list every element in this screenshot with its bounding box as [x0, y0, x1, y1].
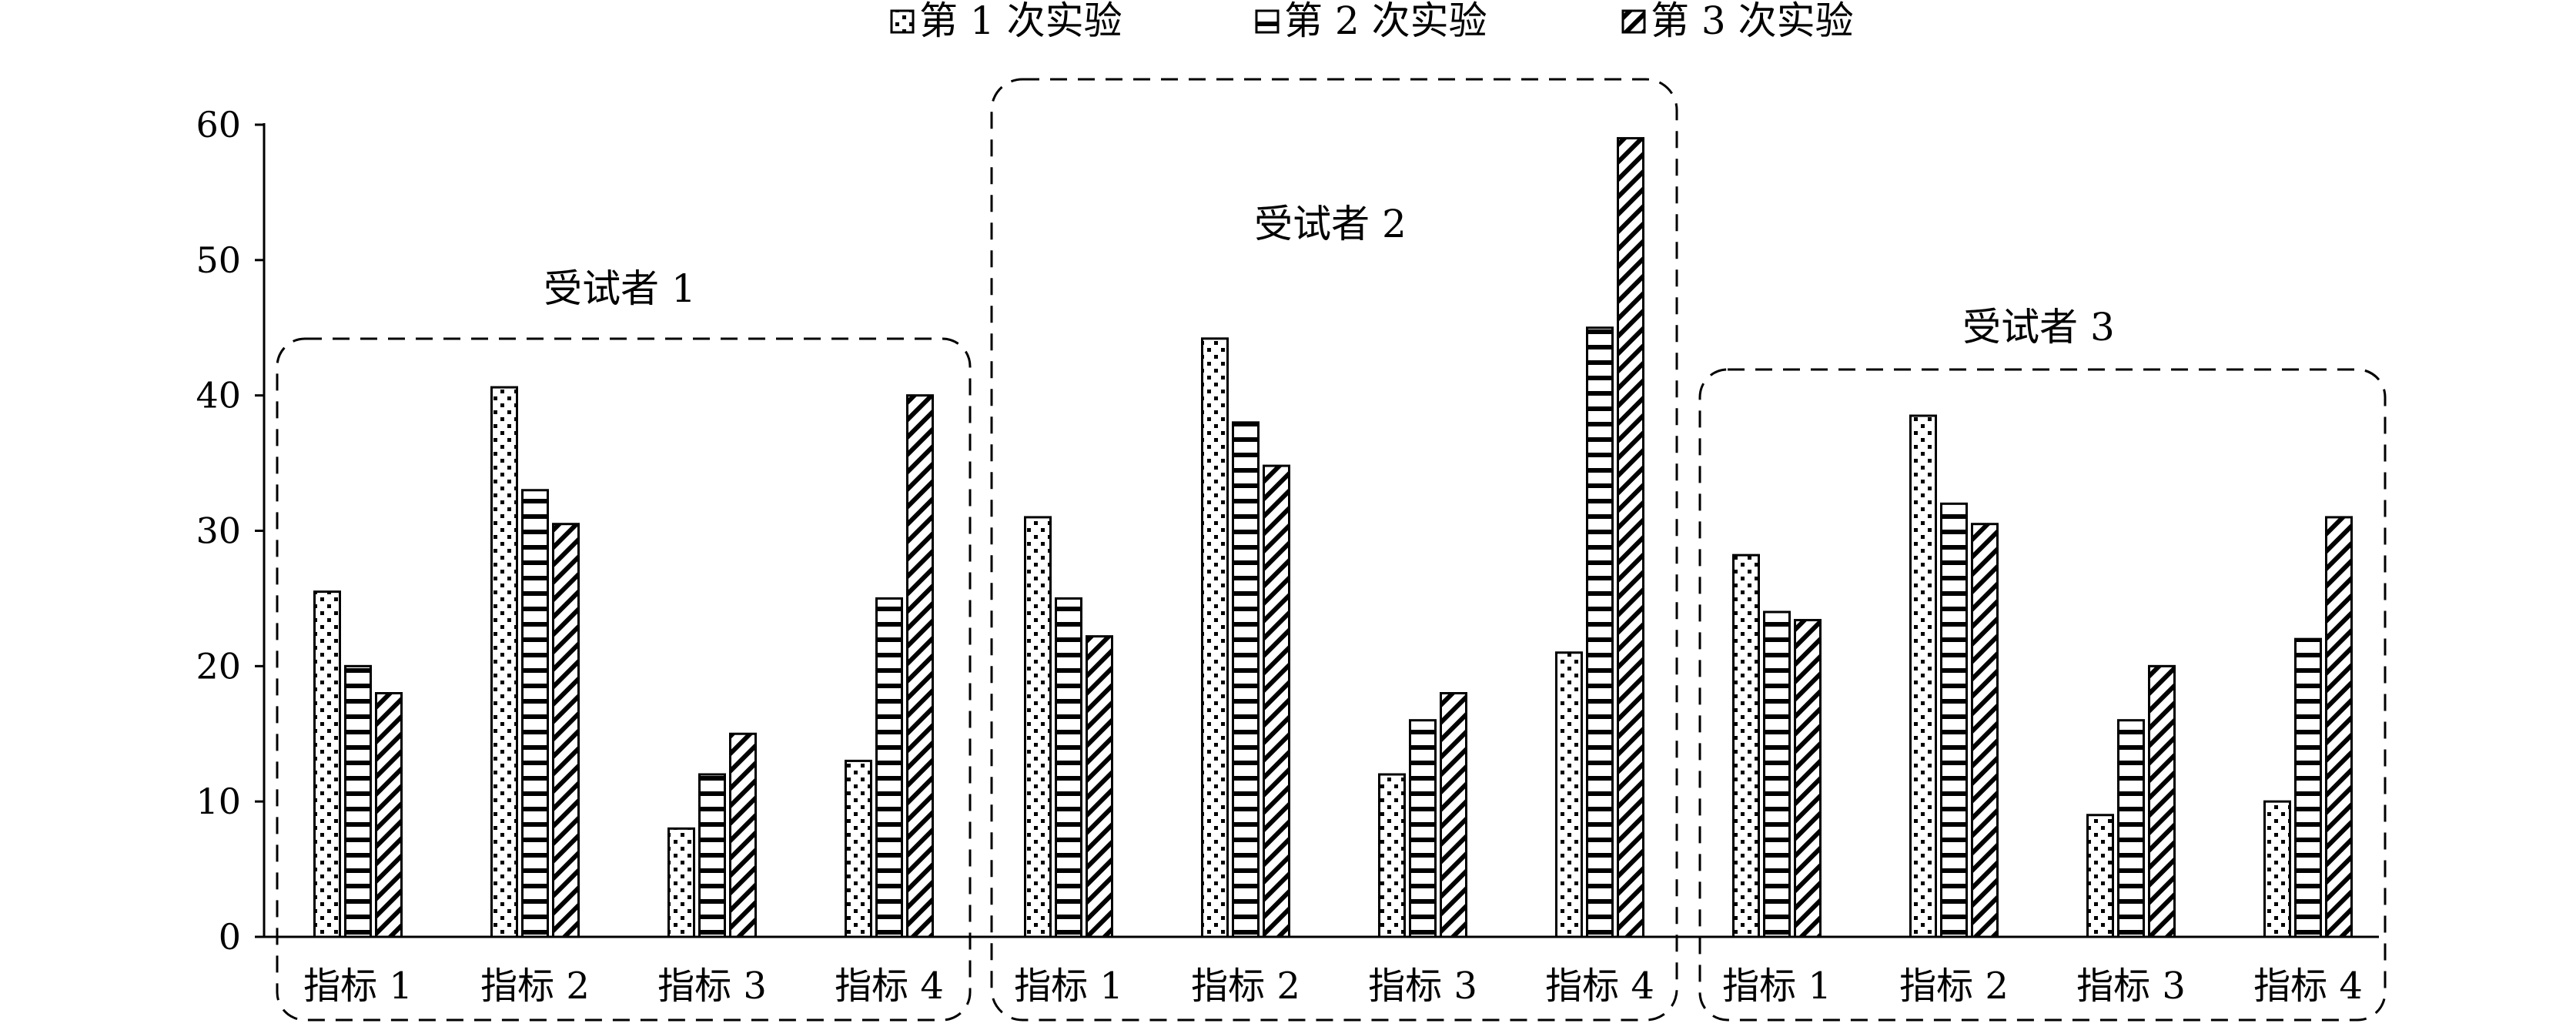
- legend-item-3: 第 3 次实验: [1621, 0, 1854, 43]
- bar-1-3-1: [667, 827, 695, 938]
- y-axis: 0 10 20 30 40 50 60: [196, 104, 2379, 958]
- bar-3-4-2: [2294, 637, 2322, 938]
- category-label: 指标 4: [2253, 965, 2363, 1008]
- category-label: 指标 4: [835, 965, 944, 1008]
- bar-1-3-3: [729, 732, 757, 938]
- legend-label: 第 2 次实验: [1284, 0, 1487, 43]
- bar-1-4-3: [906, 394, 934, 938]
- bar-3-4-3: [2325, 516, 2353, 938]
- bar-1-4-1: [845, 759, 872, 938]
- bar-1-2-3: [552, 523, 580, 938]
- bar-3-1-1: [1732, 553, 1760, 938]
- y-tick-label: 60: [196, 104, 241, 145]
- bar-3-4-1: [2263, 800, 2291, 938]
- category-label: 指标 3: [2076, 965, 2186, 1008]
- bar-2-4-2: [1586, 326, 1614, 938]
- bar-2-3-2: [1409, 719, 1437, 938]
- bar-2-3-1: [1378, 773, 1406, 938]
- bar-2-4-1: [1555, 651, 1583, 938]
- y-tick-label: 50: [196, 239, 241, 281]
- category-label: 指标 3: [1368, 965, 1477, 1008]
- bar-1-1-3: [375, 692, 403, 938]
- bar-3-2-2: [1940, 502, 1968, 938]
- bar-2-3-3: [1440, 692, 1467, 938]
- group-boxes: [276, 78, 2387, 1022]
- group-label-2: 受试者 2: [1254, 202, 1407, 246]
- y-tick-label: 30: [196, 510, 241, 552]
- bar-2-1-2: [1055, 597, 1082, 938]
- bar-1-2-1: [490, 386, 518, 938]
- bar-1-1-2: [344, 664, 372, 938]
- y-tick-label: 0: [219, 916, 241, 958]
- legend-label: 第 3 次实验: [1651, 0, 1854, 43]
- group-label-3: 受试者 3: [1962, 305, 2115, 349]
- legend-swatch: [1621, 9, 1646, 34]
- category-label: 指标 1: [303, 965, 413, 1008]
- legend-swatch: [1255, 9, 1280, 34]
- bar-1-3-2: [698, 773, 726, 938]
- legend-item-1: 第 1 次实验: [890, 0, 1122, 43]
- bar-3-2-1: [1909, 414, 1937, 938]
- category-label: 指标 2: [1191, 965, 1300, 1008]
- category-label: 指标 3: [657, 965, 767, 1008]
- legend-swatch: [890, 9, 915, 34]
- legend: 第 1 次实验 第 2 次实验 第 3 次实验: [890, 0, 1854, 43]
- y-tick-label: 20: [196, 645, 241, 687]
- group-labels: 受试者 1 受试者 2 受试者 3: [544, 202, 2115, 349]
- group-label-1: 受试者 1: [544, 266, 696, 311]
- category-label: 指标 1: [1722, 965, 1832, 1008]
- y-tick-label: 40: [196, 375, 241, 416]
- bar-2-2-2: [1232, 421, 1260, 938]
- bar-2-2-1: [1201, 337, 1229, 938]
- group-box-2: [990, 78, 1678, 1022]
- group-box-3: [1698, 368, 2387, 1022]
- bar-1-2-2: [521, 489, 549, 938]
- bar-2-1-1: [1024, 516, 1052, 938]
- bar-2-1-3: [1086, 635, 1113, 938]
- bars: [313, 137, 2353, 938]
- bar-3-1-2: [1763, 610, 1791, 938]
- bar-3-3-2: [2117, 719, 2145, 938]
- y-tick-label: 10: [196, 781, 241, 822]
- legend-item-2: 第 2 次实验: [1255, 0, 1487, 43]
- category-label: 指标 2: [480, 965, 590, 1008]
- bar-3-3-3: [2148, 664, 2176, 938]
- category-labels: 指标 1 指标 2 指标 3 指标 4 指标 1 指标 2 指标 3 指标 4 指标 1 指标 2…: [303, 965, 2363, 1008]
- bar-3-2-3: [1971, 523, 1999, 938]
- category-label: 指标 1: [1014, 965, 1123, 1008]
- group-box-1: [276, 337, 972, 1022]
- bar-3-3-1: [2086, 814, 2114, 938]
- category-label: 指标 4: [1545, 965, 1654, 1008]
- legend-label: 第 1 次实验: [919, 0, 1122, 43]
- bar-1-4-2: [875, 597, 903, 938]
- bar-2-2-3: [1263, 464, 1290, 938]
- bar-2-4-3: [1617, 137, 1644, 938]
- bar-1-1-1: [313, 590, 341, 938]
- category-label: 指标 2: [1899, 965, 2009, 1008]
- bar-3-1-3: [1794, 619, 1822, 938]
